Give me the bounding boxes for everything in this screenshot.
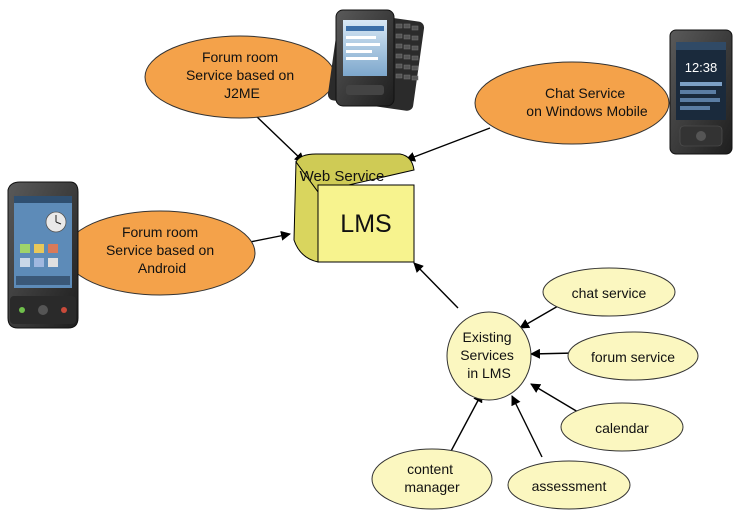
bubble-line: manager [404,479,460,495]
bubble-line: calendar [595,420,649,436]
qwerty-phone-icon [327,9,425,111]
bubble-content-manager: content manager [371,448,493,510]
svg-text:content manager: content manager [404,461,460,495]
bubble-chat-windows-mobile: Chat Service on Windows Mobile [474,61,670,145]
arrow-content-manager [449,392,483,454]
svg-text:Forum room Service based: Forum room Service based on Android [106,224,218,276]
bubble-line: forum service [591,349,675,365]
arrow-forum-service [530,348,576,359]
cube-top-face [295,153,415,193]
arrow-android-to-lms [249,230,291,243]
bubble-line: content [407,461,453,477]
svg-text:Chat Service on Windows: Chat Service on Windows Mobile [526,85,648,119]
bubble-line: assessment [532,478,607,494]
bubble-calendar: calendar [560,402,684,452]
bubble-chat-service: chat service [542,267,676,317]
bubble-line: Chat Service [545,85,625,101]
bubble-line: Services [460,347,514,363]
bubble-forum-service: forum service [567,331,699,381]
lms-web-service-box: Web Service LMS [293,153,415,263]
phone-clock-text: 12:38 [685,60,718,75]
connector-arrows [249,114,579,458]
bubble-existing-services: Existing Services in LMS [446,311,532,401]
svg-text:Forum room Service based: Forum room Service based on J2ME [186,49,298,101]
bubble-forum-room-android: Forum room Service based on Android [64,210,256,296]
bubble-line: Existing [463,329,512,345]
windows-mobile-phone-icon: 12:38 [669,29,733,155]
bubble-line: Forum room [202,49,278,65]
bubble-line: Android [138,260,186,276]
web-service-label: Web Service [300,168,385,185]
bubble-line: J2ME [224,85,260,101]
arrow-calendar [530,383,579,413]
arrow-assessment [511,395,543,458]
bubble-forum-room-j2me: Forum room Service based on J2ME [144,35,336,119]
bubble-assessment: assessment [507,460,631,510]
bubble-line: on Windows Mobile [526,103,648,119]
bubble-line: Service based on [106,242,214,258]
bubble-line: in LMS [467,365,511,381]
bubble-line: chat service [572,285,647,301]
bubble-line: Forum room [122,224,198,240]
svg-text:Existing Services: Existing Services in LMS [460,329,518,381]
android-phone-icon [7,181,79,329]
bubble-line: Service based on [186,67,294,83]
arrow-j2me-to-lms [254,114,305,163]
arrow-windows-mobile-to-lms [405,127,491,162]
arrow-existing-to-lms [413,262,459,309]
cube-front-face [317,184,415,263]
lms-label: LMS [340,210,391,238]
